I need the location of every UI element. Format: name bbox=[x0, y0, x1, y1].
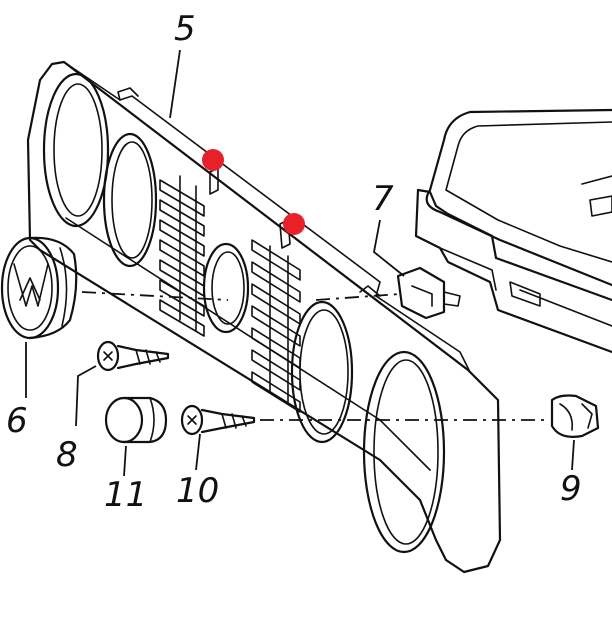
bushing-11 bbox=[104, 396, 168, 444]
callout-5: 5 bbox=[174, 9, 196, 49]
marker-dot-left bbox=[202, 149, 224, 171]
callout-7: 7 bbox=[372, 179, 394, 219]
radiator-grille bbox=[26, 60, 502, 574]
axis-line-clip bbox=[315, 293, 401, 301]
screw-10 bbox=[180, 404, 256, 436]
retaining-clip bbox=[396, 266, 461, 320]
callout-11: 11 bbox=[104, 475, 147, 515]
callout-9: 9 bbox=[560, 469, 582, 509]
callout-6: 6 bbox=[6, 401, 28, 441]
car-body-outline bbox=[414, 108, 612, 354]
callout-8: 8 bbox=[56, 435, 78, 475]
leader-5 bbox=[169, 49, 181, 119]
leader-7 bbox=[373, 219, 405, 277]
leader-8 bbox=[75, 365, 97, 427]
leader-10 bbox=[195, 433, 201, 471]
screw-8 bbox=[96, 340, 170, 372]
clip-nut-9 bbox=[550, 394, 600, 438]
leader-11 bbox=[123, 445, 127, 477]
callout-10: 10 bbox=[176, 471, 219, 511]
leader-9 bbox=[571, 439, 575, 471]
axis-line-emblem bbox=[81, 291, 229, 301]
marker-dot-right bbox=[283, 213, 305, 235]
vw-emblem bbox=[0, 236, 78, 340]
